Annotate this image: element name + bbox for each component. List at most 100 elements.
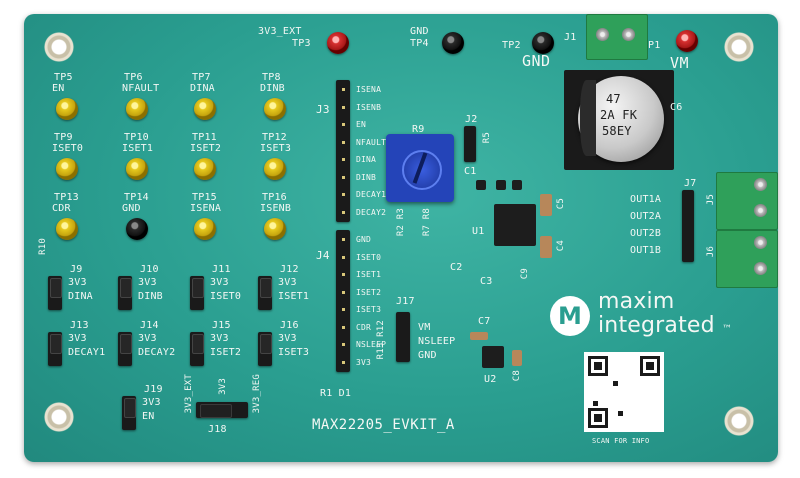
jumper-cap-j13[interactable] (50, 334, 62, 354)
capacitor-c4 (540, 236, 552, 258)
test-point-tp6[interactable] (126, 98, 148, 120)
brand-line2: integrated (598, 313, 715, 338)
j4-pin-cdr: CDR (356, 322, 372, 332)
jumper-ref-j12: J12 (280, 264, 299, 275)
tp-label-tp11: ISET2 (190, 143, 222, 154)
tp-number-tp12: TP12 (262, 132, 287, 143)
mounting-hole (724, 32, 754, 62)
jumper-top-j11: 3V3 (210, 277, 229, 288)
jumper-cap-j16[interactable] (260, 334, 272, 354)
jumper-cap-j11[interactable] (192, 278, 204, 298)
tp-label-tp12: ISET3 (260, 143, 292, 154)
j4-pin (342, 308, 345, 311)
terminal-screw (754, 236, 767, 249)
tp3-num: TP3 (292, 38, 311, 49)
j17-pin-gnd: GND (418, 350, 437, 361)
test-point-tp14[interactable] (126, 218, 148, 240)
mounting-hole (44, 402, 74, 432)
jumper-label-j9: DINA (68, 291, 93, 302)
jumper-ref-j14: J14 (140, 320, 159, 331)
j6-label: J6 (706, 246, 716, 258)
maxim-logo-glyph: M (558, 302, 582, 330)
jumper-top-j14: 3V3 (138, 333, 157, 344)
test-point-tp12[interactable] (264, 158, 286, 180)
c1-label: C1 (464, 166, 477, 177)
brand-tm: ™ (722, 324, 733, 335)
test-point-tp7[interactable] (194, 98, 216, 120)
test-point-tp4[interactable] (442, 32, 464, 54)
header-j2[interactable] (464, 126, 476, 162)
test-point-tp15[interactable] (194, 218, 216, 240)
u1-label: U1 (472, 226, 485, 237)
jumper-cap-j18[interactable] (200, 404, 232, 418)
potentiometer-knob[interactable] (402, 150, 442, 190)
j17-pin-vm: VM (418, 322, 431, 333)
jumper-cap-j12[interactable] (260, 278, 272, 298)
jumper-cap-j14[interactable] (120, 334, 132, 354)
j7-pin-out2a: OUT2A (630, 211, 662, 222)
test-point-tp11[interactable] (194, 158, 216, 180)
brand-line1: maxim (598, 289, 675, 314)
pcb-board: 3V3_EXT TP3 GND TP4 TP2 GND J1 P1 VM 47 … (24, 14, 778, 462)
smd-component (496, 180, 506, 190)
qr-finder-core (594, 414, 602, 422)
test-point-p1[interactable] (676, 30, 698, 52)
smd-component (476, 180, 486, 190)
test-point-tp5[interactable] (56, 98, 78, 120)
qr-finder-core (594, 362, 602, 370)
j17-label: J17 (396, 296, 415, 307)
tp-number-tp13: TP13 (54, 192, 79, 203)
tp-number-tp16: TP16 (262, 192, 287, 203)
jumper-cap-j19[interactable] (124, 398, 136, 418)
tp4-label: GND (410, 26, 429, 37)
tp-label-tp13: CDR (52, 203, 71, 214)
j7-pin-out1b: OUT1B (630, 245, 662, 256)
j4-pin (342, 255, 345, 259)
test-point-tp16[interactable] (264, 218, 286, 240)
jumper-cap-j15[interactable] (192, 334, 204, 354)
tp-number-tp14: TP14 (124, 192, 149, 203)
tp-label-tp14: GND (122, 203, 141, 214)
r9-label: R9 (412, 124, 425, 135)
c7-label: C7 (478, 316, 491, 327)
header-j4[interactable] (336, 230, 350, 372)
test-point-tp3[interactable] (327, 32, 349, 54)
power-terminal-j1[interactable] (586, 14, 648, 60)
j3-pin (342, 175, 345, 179)
jumper-label-j14: DECAY2 (138, 347, 176, 358)
j3-pin (342, 105, 345, 109)
smd-component (512, 180, 522, 190)
test-point-tp10[interactable] (126, 158, 148, 180)
j2-label: J2 (465, 114, 478, 125)
output-terminal-j6[interactable] (716, 230, 778, 288)
jumper-top-j15: 3V3 (210, 333, 229, 344)
qr-finder-core (646, 362, 654, 370)
test-point-tp8[interactable] (264, 98, 286, 120)
jumper-label-j12: ISET1 (278, 291, 310, 302)
capacitor-c5 (540, 194, 552, 216)
j5-label: J5 (706, 194, 716, 206)
tp-number-tp10: TP10 (124, 132, 149, 143)
jumper-cap-j10[interactable] (120, 278, 132, 298)
j4-pin (342, 238, 345, 241)
header-j17[interactable] (396, 312, 410, 362)
terminal-screw (754, 204, 767, 217)
j3-pin (342, 193, 345, 196)
test-point-tp2[interactable] (532, 32, 554, 54)
header-j3[interactable] (336, 80, 350, 222)
tp-number-tp6: TP6 (124, 72, 143, 83)
qr-module (613, 381, 618, 386)
j18-right-label: 3V3_REG (252, 374, 262, 414)
jumper-ref-j15: J15 (212, 320, 231, 331)
c5-label: C5 (556, 198, 566, 210)
jumper-cap-j9[interactable] (50, 278, 62, 298)
output-terminal-j5[interactable] (716, 172, 778, 230)
qr-module (593, 401, 598, 406)
c2-label: C2 (450, 262, 463, 273)
test-point-tp9[interactable] (56, 158, 78, 180)
header-j7[interactable] (682, 190, 694, 262)
tp-number-tp11: TP11 (192, 132, 217, 143)
test-point-tp13[interactable] (56, 218, 78, 240)
c4-label: C4 (556, 240, 566, 252)
jumper-ref-j19: J19 (144, 384, 163, 395)
